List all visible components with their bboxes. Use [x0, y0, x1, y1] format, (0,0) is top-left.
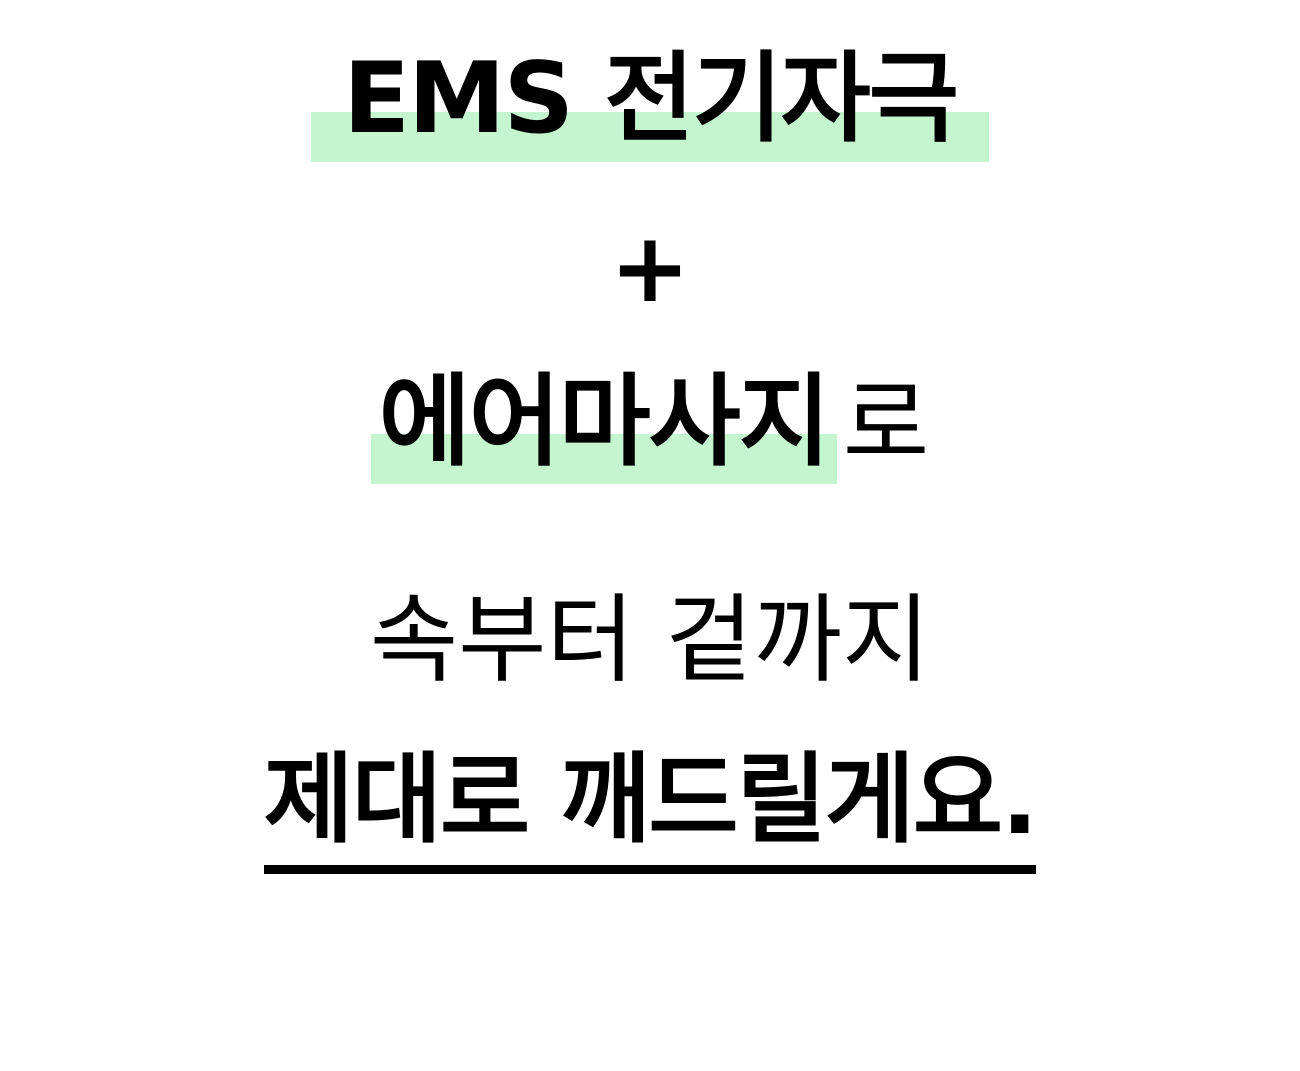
underlined-phrase: 제대로 깨드릴게요.: [263, 740, 1039, 874]
headline-line-inside-out: 속부터 겉까지: [0, 578, 1300, 702]
air-massage-text: 에어마사지: [378, 363, 831, 480]
wake-up-text: 제대로 깨드릴게요.: [263, 743, 1039, 857]
plus-icon: +: [609, 212, 691, 324]
underline-bar: [263, 865, 1037, 874]
headline-line-ems: EMS 전기자극: [0, 38, 1300, 162]
headline-line-air-massage: 에어마사지 로: [0, 360, 1300, 487]
highlighted-phrase-ems: EMS 전기자극: [311, 38, 989, 162]
inside-out-text: 속부터 겉까지: [369, 584, 931, 696]
particle-text: 로: [842, 370, 930, 479]
ems-stimulation-text: EMS 전기자극: [343, 42, 959, 156]
highlighted-phrase-air-massage: 에어마사지: [370, 360, 837, 484]
green-highlight-bar: [370, 434, 837, 484]
plus-line: +: [0, 216, 1300, 320]
headline-line-wake-up: 제대로 깨드릴게요.: [0, 740, 1300, 874]
green-highlight-bar: [311, 112, 989, 162]
